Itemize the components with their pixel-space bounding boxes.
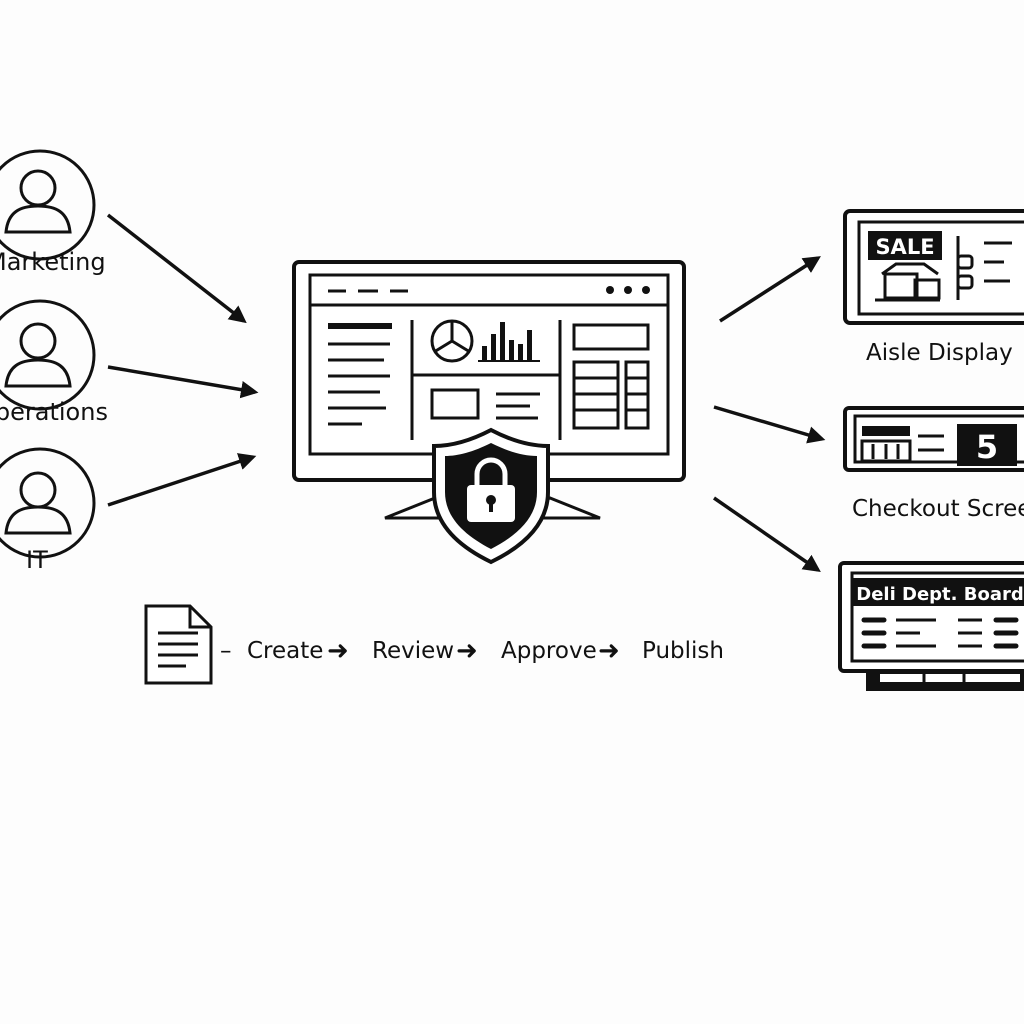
output-label-checkout-screen: Checkout Screen [852,496,1024,522]
workflow-step-create: Create [247,638,324,664]
workflow-step-review: Review [372,638,455,664]
workflow-arrow-2: ➜ [456,636,478,666]
pie-chart-icon [430,319,474,363]
role-label-marketing: Marketing [0,248,106,276]
document-icon [144,604,213,685]
input-arrows [106,213,259,507]
role-label-operations: Operations [0,398,108,426]
deli-board-screen-text: Deli Dept. Board [856,584,1024,605]
workflow-step-approve: Approve [501,638,597,664]
arrow-to-deli-board [713,496,821,572]
deli-board-icon: Deli Dept. Board [838,561,1024,691]
text-lines-left [328,323,392,426]
output-arrows [713,256,826,572]
arrow-it-to-monitor [107,453,257,507]
role-it-user-icon [0,447,96,559]
workflow-arrow-3: ➜ [598,636,620,666]
checkout-screen-text: 5 [976,428,998,466]
aisle-display-screen-text: SALE [875,235,934,259]
window-dots [606,286,650,294]
arrow-marketing-to-monitor [106,213,247,324]
arrow-operations-to-monitor [107,365,259,399]
workflow-connector: – [220,638,232,664]
role-operations-user-icon [0,299,96,411]
bar-chart-icon [482,322,532,360]
role-marketing-user-icon [0,149,96,261]
workflow-step-publish: Publish [642,638,724,664]
arrow-to-checkout-screen [713,405,826,444]
workflow-arrow-1: ➜ [327,636,349,666]
table-widget [572,360,650,430]
checkout-screen-icon: 5 [843,406,1024,472]
arrow-to-aisle-display [719,256,821,323]
aisle-display-icon: SALE [843,209,1024,325]
shield-lock-icon [432,427,550,565]
output-label-aisle-display: Aisle Display [866,340,1013,366]
role-label-it: IT [26,546,48,574]
